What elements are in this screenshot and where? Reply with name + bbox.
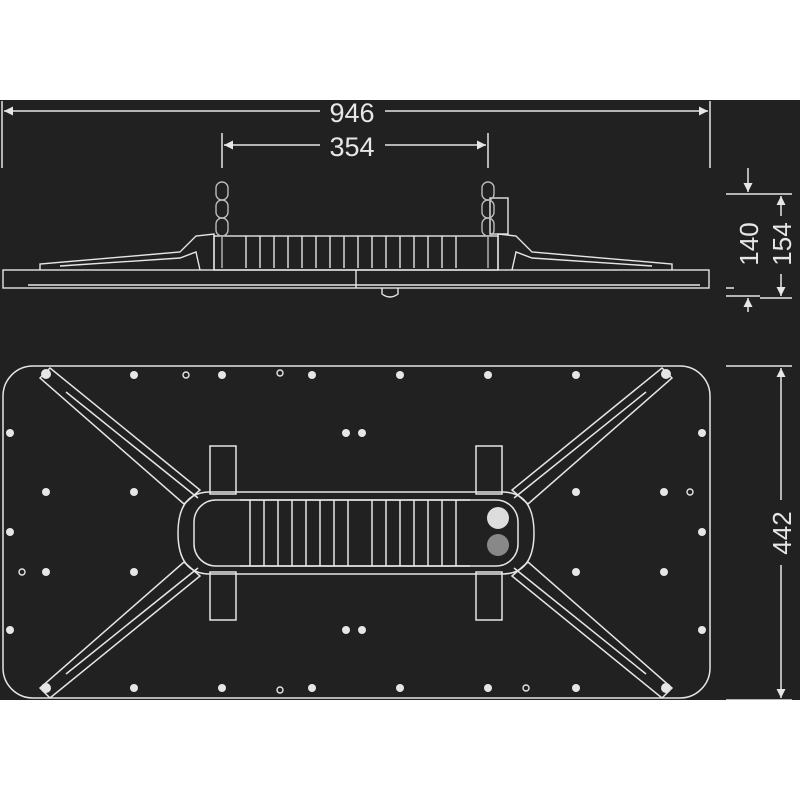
suspension-chain-right [481,181,495,268]
ring-holes [18,369,694,694]
technical-drawing: 946 354 140 154 [0,98,800,701]
cooling-fins [245,236,457,268]
side-view [2,197,710,298]
cable-gland-light [487,507,509,529]
fin-rails [249,500,457,566]
dimension-heights [726,168,792,312]
dimension-label-946: 946 [329,100,374,128]
mounting-arms [38,366,674,700]
central-housing [177,491,535,575]
drawing-canvas: 946 354 140 154 [1,98,797,701]
cable-gland-dark [487,534,509,556]
dimension-overall-width [1,101,711,168]
dimension-label-154: 154 [767,222,797,265]
suspension-chain-left [215,181,229,268]
dimension-label-442: 442 [767,511,797,554]
dimension-label-354: 354 [329,132,374,162]
mounting-holes [6,369,706,693]
dimension-label-140: 140 [734,222,764,265]
dimension-suspension-distance [221,133,489,168]
plan-view [2,365,711,700]
